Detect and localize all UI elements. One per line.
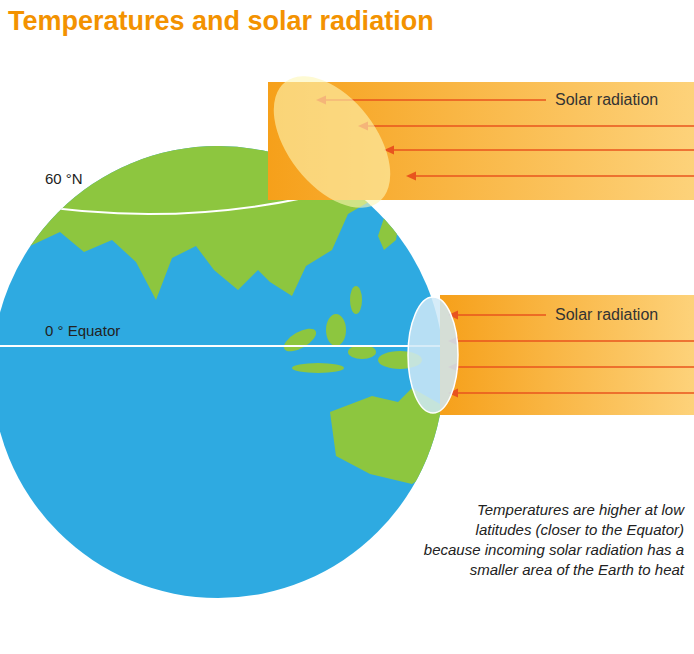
arrow-shaft (456, 340, 694, 342)
arrow-head (448, 311, 458, 320)
arrow-shaft (456, 366, 694, 368)
radiation-arrow (384, 146, 694, 155)
arrow-shaft (392, 149, 694, 151)
latitude-label: 0 ° Equator (45, 322, 120, 339)
arrow-shaft (414, 175, 694, 177)
arrow-head (384, 146, 394, 155)
radiation-band: Solar radiation (268, 82, 694, 200)
band-label: Solar radiation (555, 91, 658, 109)
island (348, 345, 376, 359)
arrow-shaft (456, 392, 694, 394)
radiation-arrow (448, 311, 546, 320)
island (280, 324, 319, 356)
arrow-shaft (366, 125, 694, 127)
radiation-arrow (448, 363, 694, 372)
japan (378, 206, 400, 250)
title: Temperatures and solar radiation (8, 6, 434, 37)
radiation-band: Solar radiation (440, 295, 694, 415)
high-latitude-footprint (251, 55, 414, 229)
arrow-shaft (456, 314, 546, 316)
arrow-head (406, 172, 416, 181)
island (292, 363, 344, 373)
equator-line (0, 345, 446, 347)
arrow-head (316, 96, 326, 105)
latitude-label: 60 °N (45, 170, 83, 187)
radiation-arrow (448, 337, 694, 346)
radiation-arrow (316, 96, 546, 105)
island (350, 286, 362, 314)
arrow-head (448, 363, 458, 372)
island (378, 351, 422, 369)
arrow-head (358, 122, 368, 131)
radiation-arrow (358, 122, 694, 131)
equator-footprint (408, 297, 458, 413)
arrow-head (448, 389, 458, 398)
australia (330, 388, 450, 484)
arrow-head (448, 337, 458, 346)
radiation-arrow (406, 172, 694, 181)
band-label: Solar radiation (555, 306, 658, 324)
caption: Temperatures are higher at low latitudes… (418, 500, 684, 580)
island (326, 314, 346, 346)
antarctica (20, 600, 420, 654)
arrow-shaft (324, 99, 546, 101)
radiation-arrow (448, 389, 694, 398)
